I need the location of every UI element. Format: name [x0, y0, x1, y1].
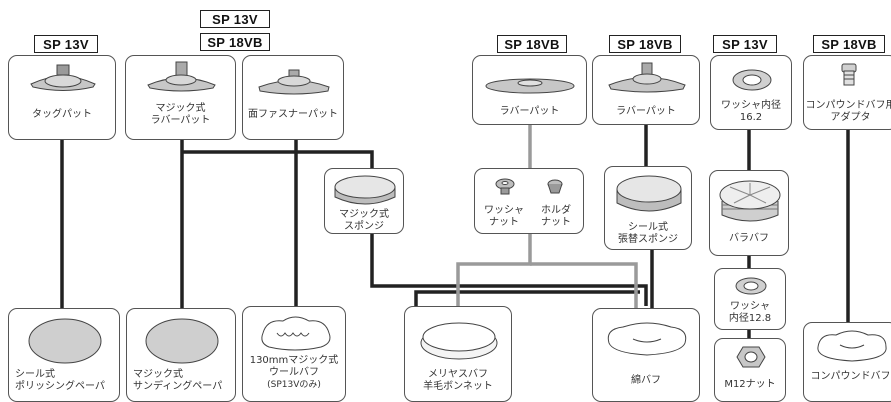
magic-sanding-paper-label: マジック式サンディングペーパ [133, 369, 223, 392]
model-tag: SP 18VB [609, 35, 681, 53]
wool-buff-illustration [261, 316, 331, 351]
cotton-buff-card: 綿バフ [592, 308, 700, 402]
wool-buff-card: 130mmマジック式ウールバフ(SP13Vのみ) [242, 306, 346, 402]
fastener-pad-illustration [258, 69, 330, 95]
magic-rubber-pad-card: マジック式ラバーパット [125, 55, 236, 140]
m12-nut-illustration [736, 346, 766, 368]
meriyasu-buff-card: メリヤスバフ羊毛ボンネット [404, 306, 512, 402]
compound-adapter-label: コンパウンドバフ用アダプタ [805, 100, 891, 123]
meriyasu-buff-illustration [420, 322, 498, 360]
bara-buff-card: バラバフ [709, 170, 789, 256]
meriyasu-buff-label: メリヤスバフ羊毛ボンネット [423, 369, 493, 392]
seal-sponge-label: シール式張替スポンジ [618, 222, 678, 245]
bara-buff-illustration [719, 180, 781, 222]
rubber-pad-a-label: ラバーパット [499, 106, 560, 117]
model-tag: SP 18VB [497, 35, 567, 53]
magic-sanding-paper-card: マジック式サンディングペーパ [126, 308, 236, 402]
magic-sponge-card: マジック式スポンジ [324, 168, 404, 234]
compound-buff-illustration [817, 330, 887, 362]
seal-polishing-paper-label: シール式ポリッシングペーパ [15, 369, 105, 392]
fastener-pad-card: 面ファスナーパット [242, 55, 344, 140]
washer-12-illustration [735, 277, 767, 295]
wool-buff-label: 130mmマジック式ウールバフ(SP13Vのみ) [249, 355, 339, 390]
washer-12-label: ワッシャ内径12.8 [728, 301, 772, 324]
holder-nut-icon [547, 179, 563, 194]
cotton-buff-label: 綿バフ [631, 375, 661, 386]
rubber-pad-b-label: ラバーパット [616, 106, 676, 117]
magic-sponge-illustration [334, 175, 396, 205]
compound-adapter-illustration [841, 63, 857, 86]
washer-nut-icon [495, 178, 515, 195]
tag-pad-label: タッグパット [32, 109, 92, 120]
washer-nut-label: ワッシャナット [484, 205, 524, 228]
seal-polishing-paper-illustration [28, 318, 102, 364]
magic-rubber-pad-label: マジック式ラバーパット [150, 103, 211, 126]
model-tag: SP 18VB [200, 33, 270, 51]
fastener-pad-label: 面ファスナーパット [248, 109, 338, 120]
seal-sponge-illustration [616, 175, 682, 212]
model-tag: SP 13V [713, 35, 777, 53]
compound-buff-card: コンパウンドバフ [803, 322, 891, 402]
tag-pad-card: タッグパット [8, 55, 116, 140]
magic-sanding-paper-illustration [145, 318, 219, 364]
model-tag: SP 13V [34, 35, 98, 53]
magic-sponge-label: マジック式スポンジ [339, 209, 389, 232]
cotton-buff-illustration [607, 322, 687, 356]
rubber-pad-a-card: ラバーパット [472, 55, 587, 125]
magic-rubber-pad-illustration [147, 61, 216, 92]
compound-buff-label: コンパウンドバフ [810, 371, 891, 382]
compound-adapter-card: コンパウンドバフ用アダプタ [803, 55, 891, 130]
bara-buff-label: バラバフ [729, 233, 769, 244]
holder-nut-label: ホルダナット [541, 205, 571, 228]
model-tag: SP 18VB [813, 35, 885, 53]
m12-nut-card: M12ナット [714, 338, 786, 402]
tag-pad-illustration [30, 64, 96, 91]
m12-nut-label: M12ナット [724, 379, 776, 390]
seal-polishing-paper-card: シール式ポリッシングペーパ [8, 308, 120, 402]
nuts-card: ワッシャナット ホルダナット [474, 168, 584, 234]
model-tag: SP 13V [200, 10, 270, 28]
washer-16-illustration [732, 69, 772, 91]
rubber-pad-b-illustration [608, 62, 686, 93]
nuts-illustration [495, 178, 563, 195]
seal-sponge-card: シール式張替スポンジ [604, 166, 692, 250]
rubber-pad-a-illustration [485, 78, 575, 94]
washer-12-card: ワッシャ内径12.8 [714, 268, 786, 330]
rubber-pad-b-card: ラバーパット [592, 55, 700, 125]
